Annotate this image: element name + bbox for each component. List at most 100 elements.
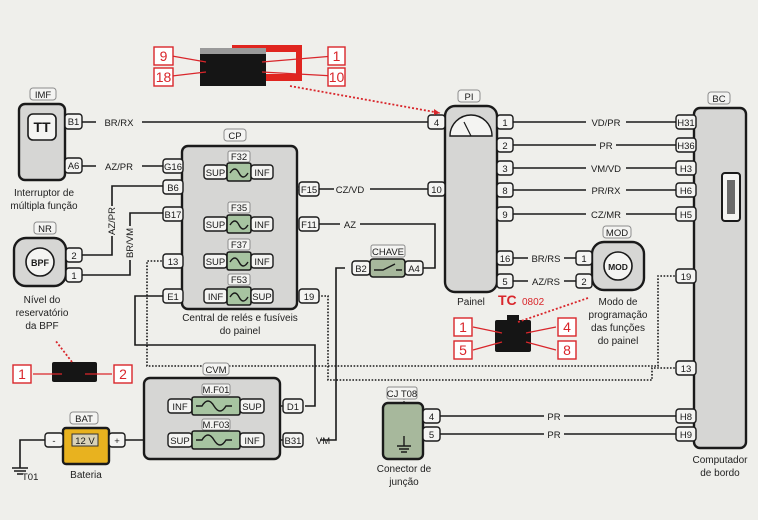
- svg-text:5: 5: [502, 277, 507, 288]
- svg-text:reservatório: reservatório: [16, 308, 69, 319]
- svg-text:1: 1: [502, 118, 507, 129]
- svg-text:5: 5: [459, 342, 467, 358]
- component-cj-t08: CJ T08 4 5 Conector de junção: [377, 386, 441, 488]
- svg-text:AZ/RS: AZ/RS: [532, 277, 560, 288]
- component-cvm: CVM M.F01 INF SUP M.F03 SUP INF D1 B31: [142, 362, 304, 461]
- svg-text:INF: INF: [244, 436, 260, 447]
- svg-text:F15: F15: [301, 185, 317, 196]
- svg-text:3: 3: [502, 164, 507, 175]
- svg-text:H9: H9: [680, 430, 692, 441]
- switch-icon: [374, 263, 402, 271]
- svg-text:F11: F11: [301, 220, 317, 231]
- svg-text:F53: F53: [231, 275, 247, 286]
- wire-vm: [320, 267, 345, 441]
- svg-text:F32: F32: [231, 152, 247, 163]
- svg-text:PR/RX: PR/RX: [591, 186, 621, 197]
- svg-text:T01: T01: [22, 472, 38, 483]
- svg-text:IMF: IMF: [35, 90, 52, 101]
- svg-text:F35: F35: [231, 203, 247, 214]
- svg-text:B2: B2: [355, 264, 367, 275]
- svg-text:F37: F37: [231, 240, 247, 251]
- ground-icon: [397, 436, 411, 453]
- svg-text:Conector de: Conector de: [377, 464, 432, 475]
- svg-text:H3: H3: [680, 164, 692, 175]
- svg-text:M.F01: M.F01: [203, 385, 230, 396]
- wire-az: [318, 223, 436, 269]
- svg-text:CZ/VD: CZ/VD: [336, 185, 365, 196]
- tt-icon: TT: [33, 119, 51, 135]
- svg-text:4: 4: [563, 319, 571, 335]
- watermark: TC 0802: [498, 292, 545, 308]
- svg-text:B31: B31: [285, 436, 302, 447]
- svg-text:SUP: SUP: [252, 292, 272, 303]
- svg-text:programação: programação: [589, 310, 648, 321]
- svg-text:VD/PR: VD/PR: [591, 118, 620, 129]
- svg-text:CP: CP: [228, 131, 241, 142]
- ground-icon: [12, 467, 28, 475]
- component-imf: IMF TT B1 A6 Interruptor de múltipla fun…: [10, 87, 83, 212]
- svg-text:AZ: AZ: [344, 220, 356, 231]
- component-pi: PI 4 10 1 2 3 8 9 16 5 Painel: [427, 89, 514, 308]
- svg-text:0802: 0802: [522, 297, 545, 308]
- svg-text:1: 1: [459, 319, 467, 335]
- svg-text:1: 1: [18, 366, 26, 382]
- svg-text:TC: TC: [498, 292, 517, 308]
- svg-text:BC: BC: [712, 94, 725, 105]
- svg-text:PR: PR: [599, 141, 612, 152]
- svg-text:16: 16: [500, 254, 511, 265]
- svg-text:do painel: do painel: [598, 336, 639, 347]
- svg-text:-: -: [52, 436, 55, 447]
- svg-text:H8: H8: [680, 412, 692, 423]
- svg-text:B17: B17: [165, 210, 182, 221]
- svg-text:PR: PR: [547, 430, 560, 441]
- svg-text:SUP: SUP: [242, 402, 262, 413]
- svg-text:2: 2: [71, 251, 76, 262]
- svg-text:NR: NR: [38, 224, 52, 235]
- svg-text:+: +: [114, 436, 120, 447]
- svg-text:1: 1: [333, 48, 341, 64]
- svg-text:H6: H6: [680, 186, 692, 197]
- svg-text:12 V: 12 V: [75, 436, 95, 447]
- svg-text:1: 1: [71, 271, 76, 282]
- svg-text:BR/VM: BR/VM: [125, 228, 136, 258]
- svg-text:INF: INF: [254, 220, 270, 231]
- svg-text:MOD: MOD: [606, 228, 628, 239]
- svg-text:das funções: das funções: [591, 323, 645, 334]
- svg-text:Interruptor de: Interruptor de: [14, 188, 74, 199]
- svg-text:PR: PR: [547, 412, 560, 423]
- gauge-icon: [449, 114, 493, 137]
- svg-text:INF: INF: [208, 292, 224, 303]
- cp-fuses: F32 SUP INF F35 SUP INF F37 SUP INF F53 …: [203, 150, 274, 306]
- cp-right-pins: F15 F11 19: [298, 181, 320, 304]
- svg-text:INF: INF: [254, 168, 270, 179]
- svg-text:19: 19: [681, 272, 692, 283]
- svg-text:10: 10: [431, 185, 442, 196]
- wire-nr-azpr: [82, 185, 165, 256]
- svg-text:2: 2: [502, 141, 507, 152]
- svg-text:junção: junção: [388, 477, 419, 488]
- svg-text:9: 9: [502, 210, 507, 221]
- svg-text:2: 2: [119, 366, 127, 382]
- svg-text:múltipla função: múltipla função: [10, 201, 78, 212]
- svg-text:da BPF: da BPF: [25, 321, 58, 332]
- mod-icon: MOD: [608, 262, 628, 272]
- svg-text:SUP: SUP: [206, 257, 226, 268]
- svg-text:CVM: CVM: [205, 365, 226, 376]
- svg-text:13: 13: [681, 364, 692, 375]
- mod-connector-illustration: 1 5 4 8: [453, 297, 589, 360]
- svg-text:INF: INF: [172, 402, 188, 413]
- svg-text:Computador: Computador: [692, 455, 748, 466]
- svg-text:INF: INF: [254, 257, 270, 268]
- svg-text:10: 10: [329, 69, 345, 85]
- svg-text:1: 1: [581, 254, 586, 265]
- svg-text:H36: H36: [677, 141, 694, 152]
- svg-text:Nível do: Nível do: [24, 295, 61, 306]
- svg-text:H31: H31: [677, 118, 694, 129]
- svg-text:BR/RX: BR/RX: [104, 118, 134, 129]
- component-battery: BAT 12 V - + Bateria T01: [12, 411, 126, 483]
- svg-text:SUP: SUP: [206, 168, 226, 179]
- component-chave: CHAVE B2 A4: [351, 244, 424, 278]
- svg-text:G16: G16: [164, 162, 182, 173]
- svg-text:CHAVE: CHAVE: [372, 247, 404, 258]
